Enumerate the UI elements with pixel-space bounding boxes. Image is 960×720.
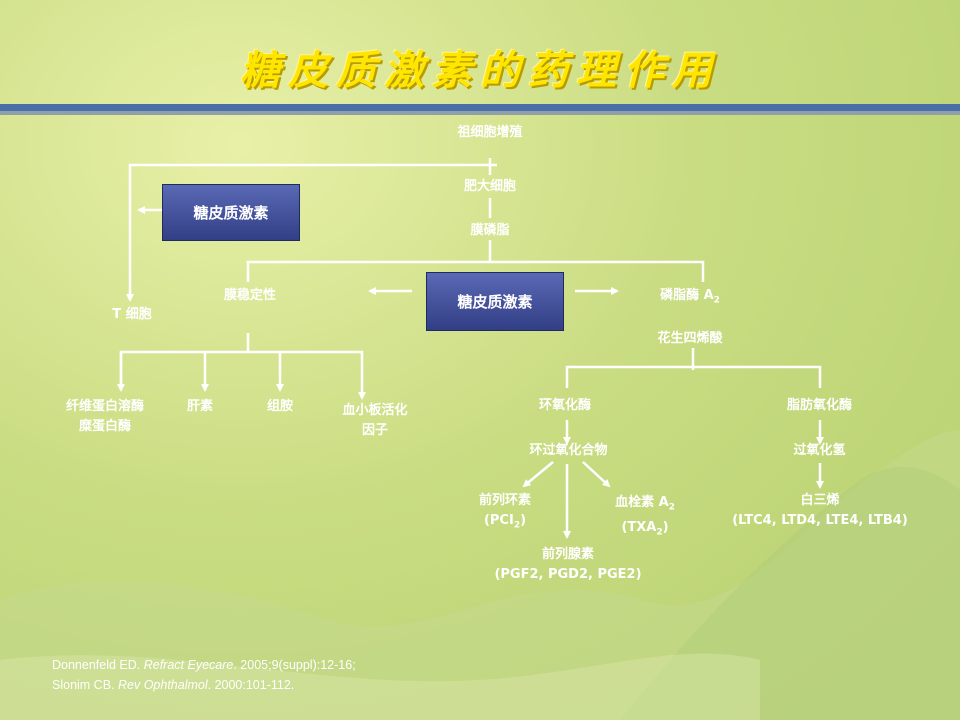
t-cell-label: T 细胞 xyxy=(112,307,152,322)
citations: Donnenfeld ED. Refract Eyecare. 2005;9(s… xyxy=(52,655,356,695)
hydroperoxide-label: 过氧化氢 xyxy=(793,443,846,458)
pla2-label: 磷脂酶 A2 xyxy=(660,288,720,306)
progenitor-label: 祖细胞增殖 xyxy=(457,125,523,140)
arachidonic-acid-label: 花生四烯酸 xyxy=(657,331,723,346)
membrane-phospholipid-label: 膜磷脂 xyxy=(470,223,510,238)
connector-left-bracket xyxy=(119,350,366,400)
connector-arachidonic-bracket xyxy=(565,365,822,388)
title-divider xyxy=(0,104,960,111)
cyclic-endoperoxide-label: 环过氧化合物 xyxy=(529,443,608,458)
membrane-stabilization-label: 膜稳定性 xyxy=(223,288,276,303)
prostacyclin-label: 前列环素 (PCI2) xyxy=(478,493,531,531)
leukotriene-label: 白三烯 (LTC4, LTD4, LTE4, LTB4) xyxy=(732,493,908,528)
cyclooxygenase-label: 环氧化酶 xyxy=(538,398,591,413)
citation-2: Slonim CB. Rev Ophthalmol. 2000:101-112. xyxy=(52,678,295,692)
page-title: 糖皮质激素的药理作用 xyxy=(240,47,720,94)
txa2-label: 血栓素 A2 (TXA2) xyxy=(615,495,675,538)
connector-membrane-bracket xyxy=(246,260,705,282)
platelet-activating-factor-label: 血小板活化因子 xyxy=(342,403,408,438)
connector-to-t-cell xyxy=(126,163,497,302)
heparin-label: 肝素 xyxy=(186,399,213,414)
histamine-label: 组胺 xyxy=(266,399,293,414)
glucocorticoid-box-left: 糖皮质激素 xyxy=(162,184,300,241)
title-divider-shadow xyxy=(0,111,960,115)
prostaglandin-label: 前列腺素 (PGF2, PGD2, PGE2) xyxy=(494,547,642,582)
fibrinolysin-label: 纤维蛋白溶酶糜蛋白酶 xyxy=(65,399,144,434)
mast-cell-label: 肥大细胞 xyxy=(463,179,516,194)
lipoxygenase-label: 脂肪氧化酶 xyxy=(786,398,852,413)
citation-1: Donnenfeld ED. Refract Eyecare. 2005;9(s… xyxy=(52,658,356,672)
glucocorticoid-box-center: 糖皮质激素 xyxy=(426,272,564,331)
